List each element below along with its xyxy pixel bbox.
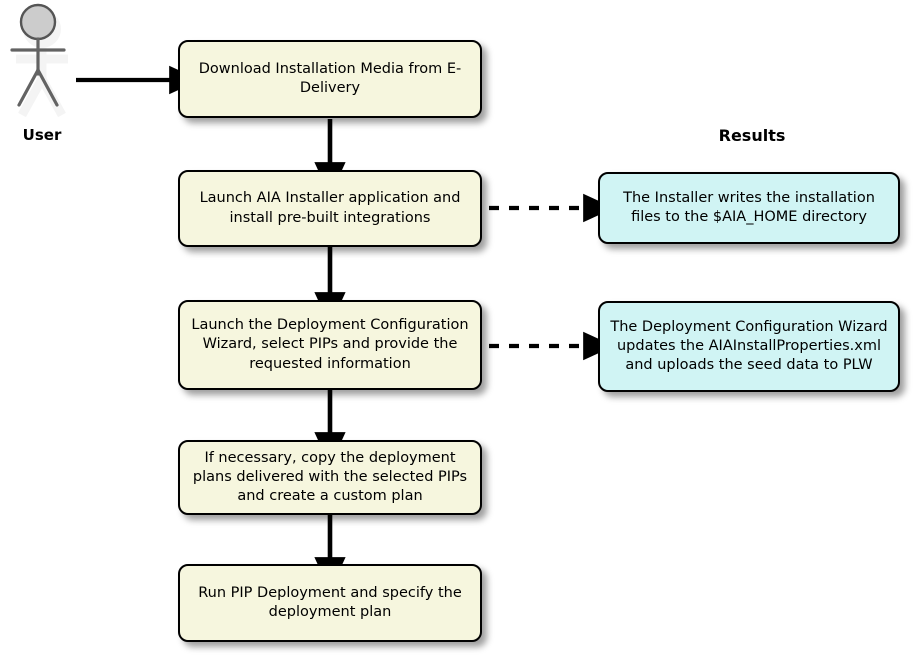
process-step-1[interactable]: Download Installation Media from E-Deliv… bbox=[178, 40, 482, 118]
process-step-2[interactable]: Launch AIA Installer application and ins… bbox=[178, 170, 482, 247]
result-box-2[interactable]: The Deployment Configuration Wizard upda… bbox=[598, 301, 900, 392]
result-box-2-label: The Deployment Configuration Wizard upda… bbox=[610, 318, 888, 374]
process-step-4-label: If necessary, copy the deployment plans … bbox=[192, 449, 468, 505]
process-step-5-label: Run PIP Deployment and specify the deplo… bbox=[198, 584, 462, 620]
results-heading: Results bbox=[718, 126, 786, 145]
process-step-5[interactable]: Run PIP Deployment and specify the deplo… bbox=[178, 564, 482, 642]
result-box-1[interactable]: The Installer writes the installation fi… bbox=[598, 172, 900, 244]
process-step-1-label: Download Installation Media from E-Deliv… bbox=[198, 60, 462, 96]
process-step-4[interactable]: If necessary, copy the deployment plans … bbox=[178, 440, 482, 515]
stick-figure-actor-icon bbox=[4, 2, 80, 120]
process-step-3-label: Launch the Deployment Configuration Wiza… bbox=[191, 317, 469, 372]
result-box-1-label: The Installer writes the installation fi… bbox=[623, 189, 875, 225]
process-step-3[interactable]: Launch the Deployment Configuration Wiza… bbox=[178, 300, 482, 390]
process-step-2-label: Launch AIA Installer application and ins… bbox=[199, 190, 461, 226]
actor-label: User bbox=[22, 126, 62, 144]
